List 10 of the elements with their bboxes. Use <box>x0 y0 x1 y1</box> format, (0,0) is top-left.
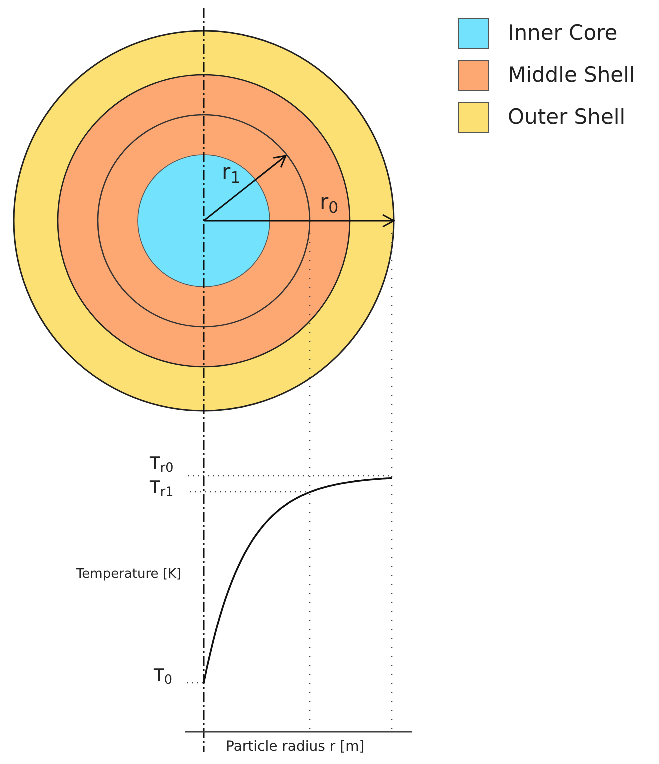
label-text: T$_{r0}$ <box>150 456 174 473</box>
legend-label: Inner Core <box>508 23 618 44</box>
label-text: r$_{1}$ <box>222 162 241 183</box>
legend-label: Middle Shell <box>508 65 636 86</box>
label-text: Particle radius r [m] <box>226 740 365 754</box>
label-text: Temperature [K] <box>75 568 183 581</box>
legend-label: Outer Shell <box>508 107 626 128</box>
label-text: r$_{0}$ <box>320 192 339 213</box>
label-text: T$_{0}$ <box>154 668 173 685</box>
label-text: T$_{r1}$ <box>150 480 174 497</box>
